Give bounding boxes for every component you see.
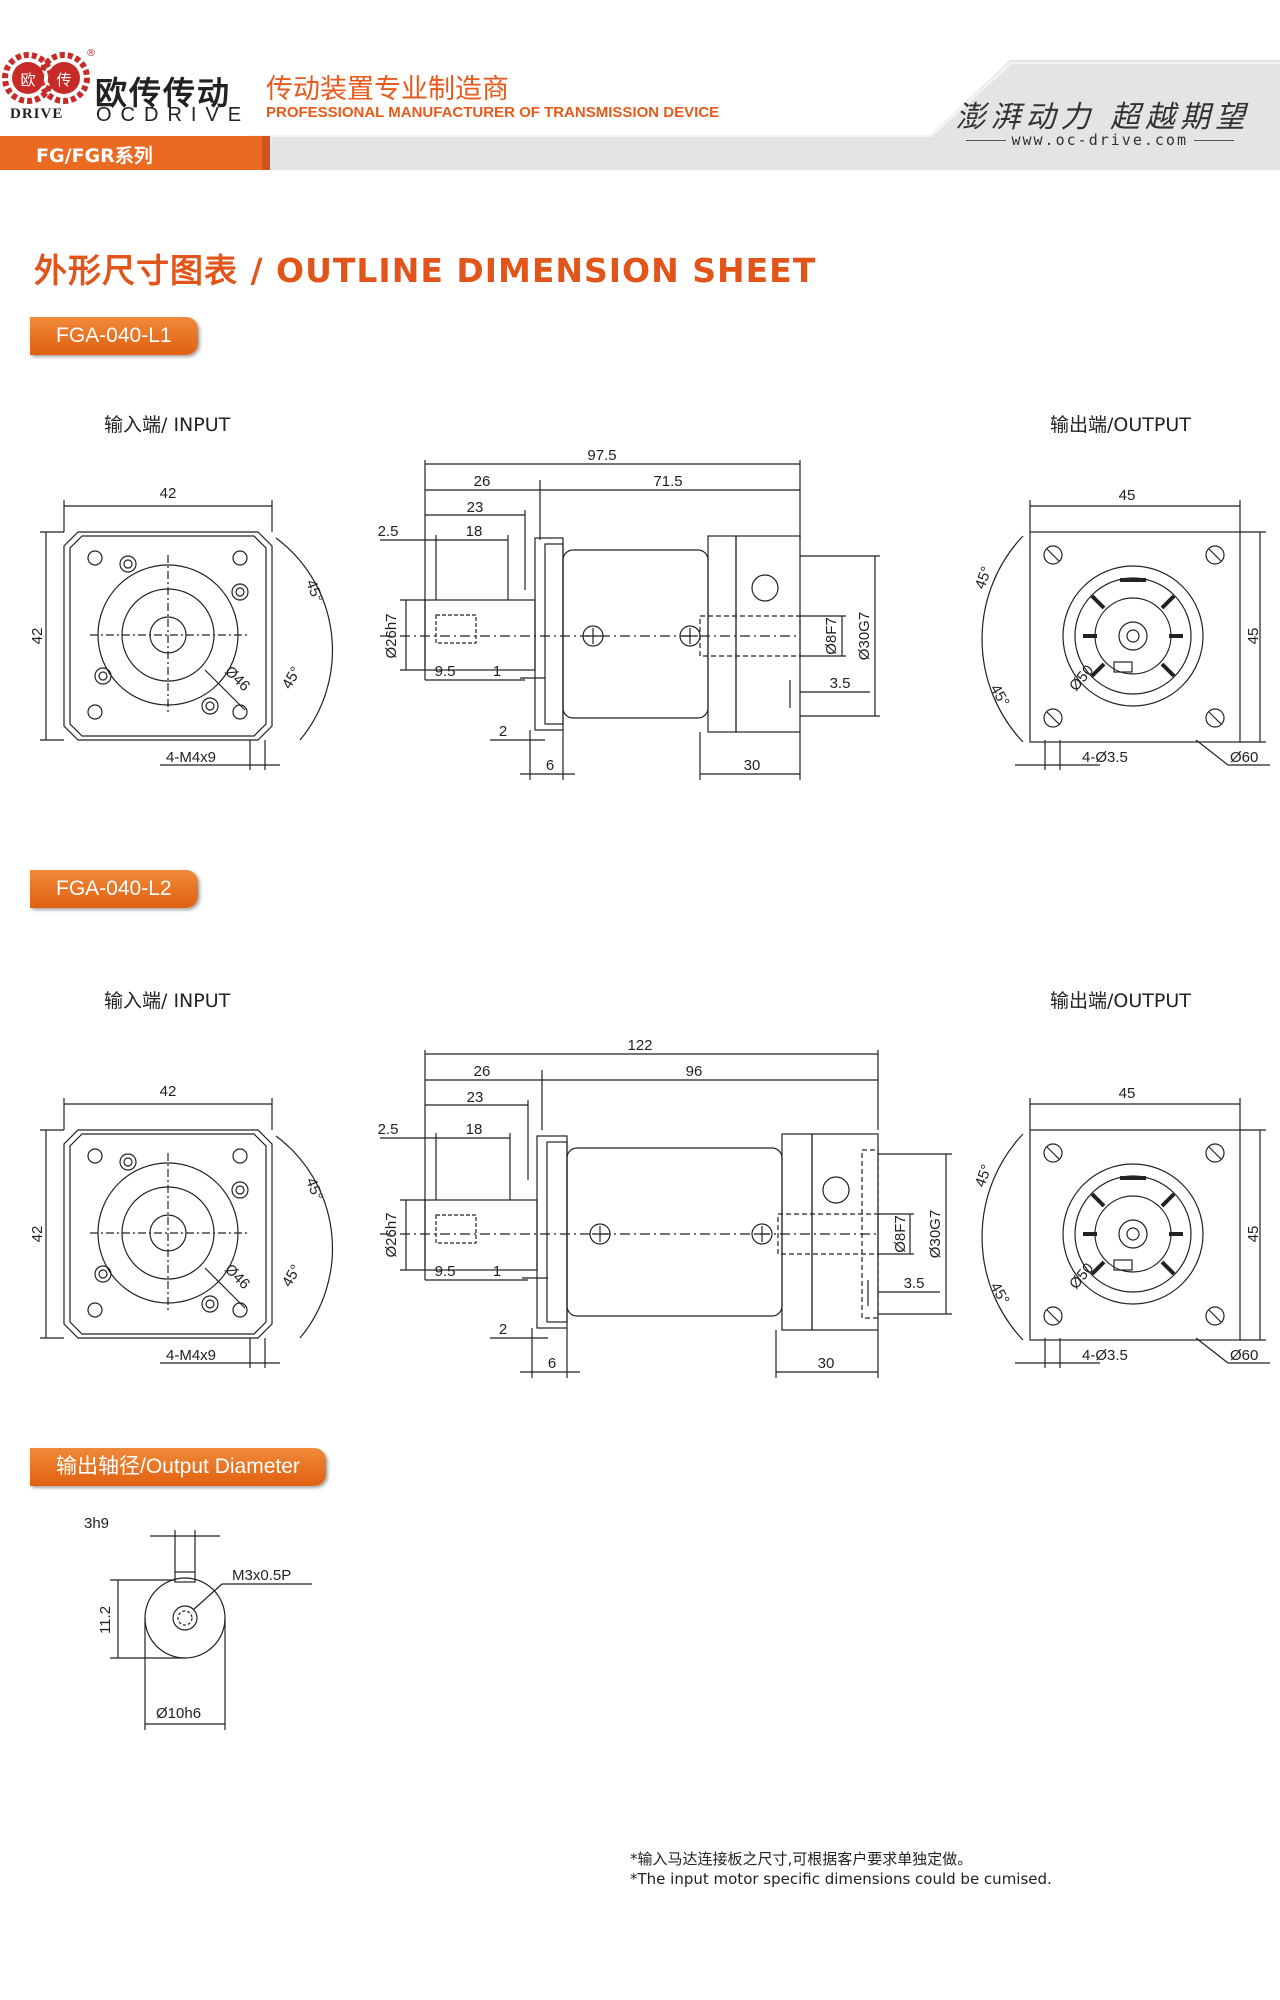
shaft-height: 11.2 <box>97 1606 114 1634</box>
side-23: 23 <box>467 499 484 516</box>
drawing-fga-040-l1: 42 42 45° 45° Ø46 4-M4x9 97.5 26 71.5 23… <box>29 447 1270 780</box>
out-height: 45 <box>1245 1226 1262 1243</box>
input-flange-view <box>40 1098 334 1368</box>
side-9-5: 9.5 <box>435 663 456 680</box>
side-18: 18 <box>466 523 483 540</box>
shaft-thread: M3x0.5P <box>232 1567 291 1584</box>
side-pilot: Ø30G7 <box>856 612 873 660</box>
side-view <box>380 1050 952 1378</box>
out-width: 45 <box>1119 487 1136 504</box>
in-angle1: 45° <box>302 578 326 605</box>
side-left: 26 <box>474 473 491 490</box>
side-6: 6 <box>546 757 554 774</box>
logo-char-chuan: 传 <box>56 71 71 89</box>
in-angle1: 45° <box>302 1176 326 1203</box>
out-outer: Ø60 <box>1230 1347 1258 1364</box>
side-2-5: 2.5 <box>378 523 399 540</box>
out-angle1: 45° <box>972 1162 996 1189</box>
shaft-diameter: Ø10h6 <box>156 1705 201 1722</box>
series-label: FG/FGR系列 <box>36 145 153 167</box>
tagline-en: PROFESSIONAL MANUFACTURER OF TRANSMISSIO… <box>266 104 720 121</box>
output-label-1: 输出端/OUTPUT <box>1050 414 1191 436</box>
out-width: 45 <box>1119 1085 1136 1102</box>
brand-name-cn: 欧传传动 <box>95 74 232 112</box>
side-3-5: 3.5 <box>830 675 851 692</box>
website: www.oc-drive.com <box>960 131 1241 149</box>
output-flange-view <box>981 1098 1270 1368</box>
side-right: 96 <box>686 1063 703 1080</box>
brand-name-en-left: DRIVE <box>10 106 64 122</box>
side-30: 30 <box>744 757 761 774</box>
side-pilot: Ø30G7 <box>927 1210 944 1258</box>
drawing-fga-040-l2: 42 42 45° 45° Ø46 4-M4x9 122 26 96 23 18… <box>29 1037 1270 1378</box>
input-label-2: 输入端/ INPUT <box>104 990 231 1012</box>
page-title: 外形尺寸图表 / OUTLINE DIMENSION SHEET <box>34 251 817 290</box>
in-holes: 4-M4x9 <box>166 749 216 766</box>
out-angle2: 45° <box>987 682 1013 710</box>
out-outer: Ø60 <box>1230 749 1258 766</box>
side-1: 1 <box>493 663 501 680</box>
side-1: 1 <box>493 1263 501 1280</box>
side-2: 2 <box>499 1321 507 1338</box>
slogan: 澎湃动力 超越期望 <box>955 100 1250 135</box>
side-23: 23 <box>467 1089 484 1106</box>
side-shaft-d: Ø26h7 <box>383 1212 400 1257</box>
in-angle2: 45° <box>279 664 305 692</box>
side-2-5: 2.5 <box>378 1121 399 1138</box>
input-label-1: 输入端/ INPUT <box>104 414 231 436</box>
out-angle2: 45° <box>987 1280 1013 1308</box>
side-3-5: 3.5 <box>904 1275 925 1292</box>
in-angle2: 45° <box>279 1262 305 1290</box>
in-height: 42 <box>29 1226 46 1243</box>
input-flange-view <box>40 500 334 770</box>
in-pcd: Ø46 <box>221 1261 253 1293</box>
side-left: 26 <box>474 1063 491 1080</box>
side-total: 97.5 <box>587 447 616 464</box>
in-width: 42 <box>160 1083 177 1100</box>
side-bore: Ø8F7 <box>892 1215 909 1253</box>
tagline-cn: 传动装置专业制造商 <box>266 74 509 105</box>
logo-char-ou: 欧 <box>20 71 35 89</box>
side-view <box>380 460 880 780</box>
side-bore: Ø8F7 <box>823 617 840 655</box>
page-header: 欧 传 ® 欧传传动 DRIVE OCDRIVE 传动装置专业制造商 PROFE… <box>0 0 1280 170</box>
model-badge-2: FGA-040-L2 <box>30 870 198 908</box>
out-holes: 4-Ø3.5 <box>1082 1347 1128 1364</box>
footnote-cn: *输入马达连接板之尺寸,可根据客户要求单独定做。 <box>630 1850 973 1868</box>
out-angle1: 45° <box>972 564 996 591</box>
side-6: 6 <box>548 1355 556 1372</box>
in-height: 42 <box>29 628 46 645</box>
side-9-5: 9.5 <box>435 1263 456 1280</box>
side-2: 2 <box>499 723 507 740</box>
side-30: 30 <box>818 1355 835 1372</box>
output-flange-view <box>981 500 1270 770</box>
registered-mark: ® <box>86 48 96 59</box>
shaft-key: 3h9 <box>84 1515 109 1532</box>
side-total: 122 <box>627 1037 652 1054</box>
output-label-2: 输出端/OUTPUT <box>1050 990 1191 1012</box>
out-height: 45 <box>1245 628 1262 645</box>
side-shaft-d: Ø26h7 <box>383 613 400 658</box>
output-diameter-badge: 输出轴径/Output Diameter <box>30 1448 326 1486</box>
gear-logo-icon: 欧 传 ® <box>2 48 96 104</box>
out-holes: 4-Ø3.5 <box>1082 749 1128 766</box>
in-pcd: Ø46 <box>221 663 253 695</box>
side-18: 18 <box>466 1121 483 1138</box>
shaft-section-drawing: 3h9 11.2 M3x0.5P Ø10h6 <box>84 1515 312 1730</box>
in-holes: 4-M4x9 <box>166 1347 216 1364</box>
in-width: 42 <box>160 485 177 502</box>
side-right: 71.5 <box>653 473 682 490</box>
brand-name-en-right: OCDRIVE <box>96 104 251 126</box>
model-badge-1: FGA-040-L1 <box>30 317 198 355</box>
footnote-en: *The input motor specific dimensions cou… <box>630 1870 1052 1888</box>
